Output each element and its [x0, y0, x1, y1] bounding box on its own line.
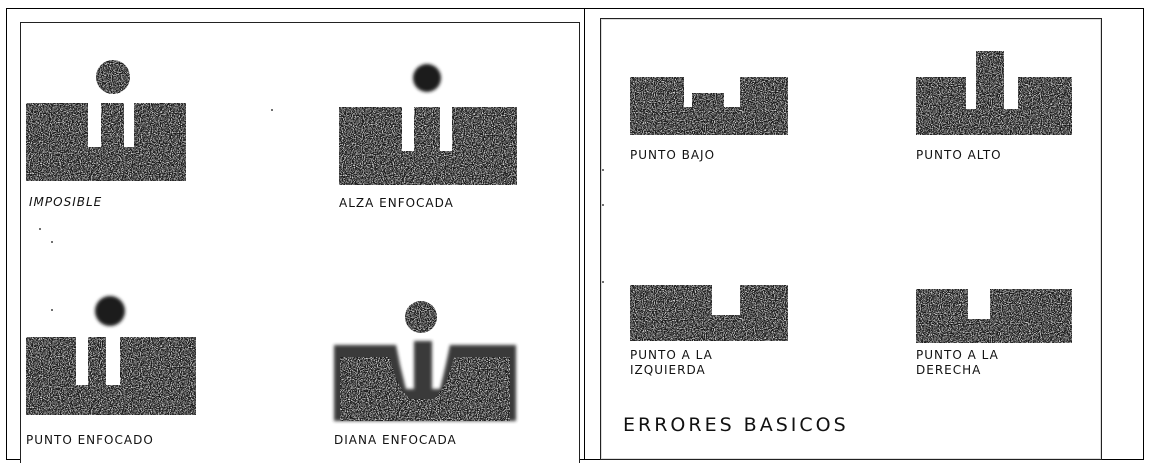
rear-sight-notch-shape	[26, 337, 196, 415]
label-punto-izquierda-line1: PUNTO A LA	[630, 348, 713, 362]
paper-speck	[602, 169, 604, 171]
figure-punto-alto	[916, 51, 1072, 135]
rear-sight-notch-shape	[339, 107, 517, 185]
paper-speck	[602, 204, 604, 206]
label-punto-izquierda-line2: IZQUIERDA	[630, 363, 706, 377]
label-punto-bajo: PUNTO BAJO	[630, 148, 716, 162]
sight-shape-high-post	[916, 51, 1072, 135]
label-alza-enfocada: ALZA ENFOCADA	[339, 196, 454, 210]
figure-punto-bajo	[630, 77, 788, 135]
paper-speck	[51, 309, 53, 311]
paper-speck	[39, 228, 41, 230]
figure-diana-enfocada	[334, 301, 516, 421]
left-panel-sight-alignment: IMPOSIBLE ALZA ENFOCADA PUNTO ENFOCADO D…	[20, 22, 580, 463]
rear-sight-notch-shape	[26, 103, 186, 181]
sight-shape-low-post	[630, 77, 788, 135]
label-imposible: IMPOSIBLE	[29, 195, 103, 209]
label-punto-alto: PUNTO ALTO	[916, 148, 1002, 162]
title-errores-basicos: ERRORES BASICOS	[623, 414, 849, 436]
figure-punto-enfocado	[26, 296, 196, 415]
blurred-bullseye-dot	[413, 64, 441, 92]
figure-punto-derecha	[916, 289, 1072, 343]
label-punto-enfocado: PUNTO ENFOCADO	[26, 433, 154, 447]
paper-speck	[51, 241, 53, 243]
label-diana-enfocada: DIANA ENFOCADA	[334, 433, 457, 447]
paper-speck	[602, 281, 604, 283]
sight-shape-left-post	[630, 285, 788, 341]
paper-speck	[271, 109, 273, 111]
label-punto-derecha-line1: PUNTO A LA	[916, 348, 999, 362]
figure-imposible	[26, 60, 186, 181]
right-panel-errores-basicos: PUNTO BAJO PUNTO ALTO PUNTO A LA IZQUIER…	[600, 18, 1102, 460]
panel-divider	[584, 8, 585, 460]
bullseye-dot	[96, 60, 130, 94]
blurred-bullseye-dot	[95, 296, 125, 326]
sight-shape-right-post	[916, 289, 1072, 343]
rear-sight-core	[340, 357, 510, 421]
bullseye-dot	[405, 301, 437, 333]
figure-alza-enfocada	[339, 64, 517, 185]
figure-punto-izquierda	[630, 285, 788, 341]
label-punto-derecha-line2: DERECHA	[916, 363, 982, 377]
